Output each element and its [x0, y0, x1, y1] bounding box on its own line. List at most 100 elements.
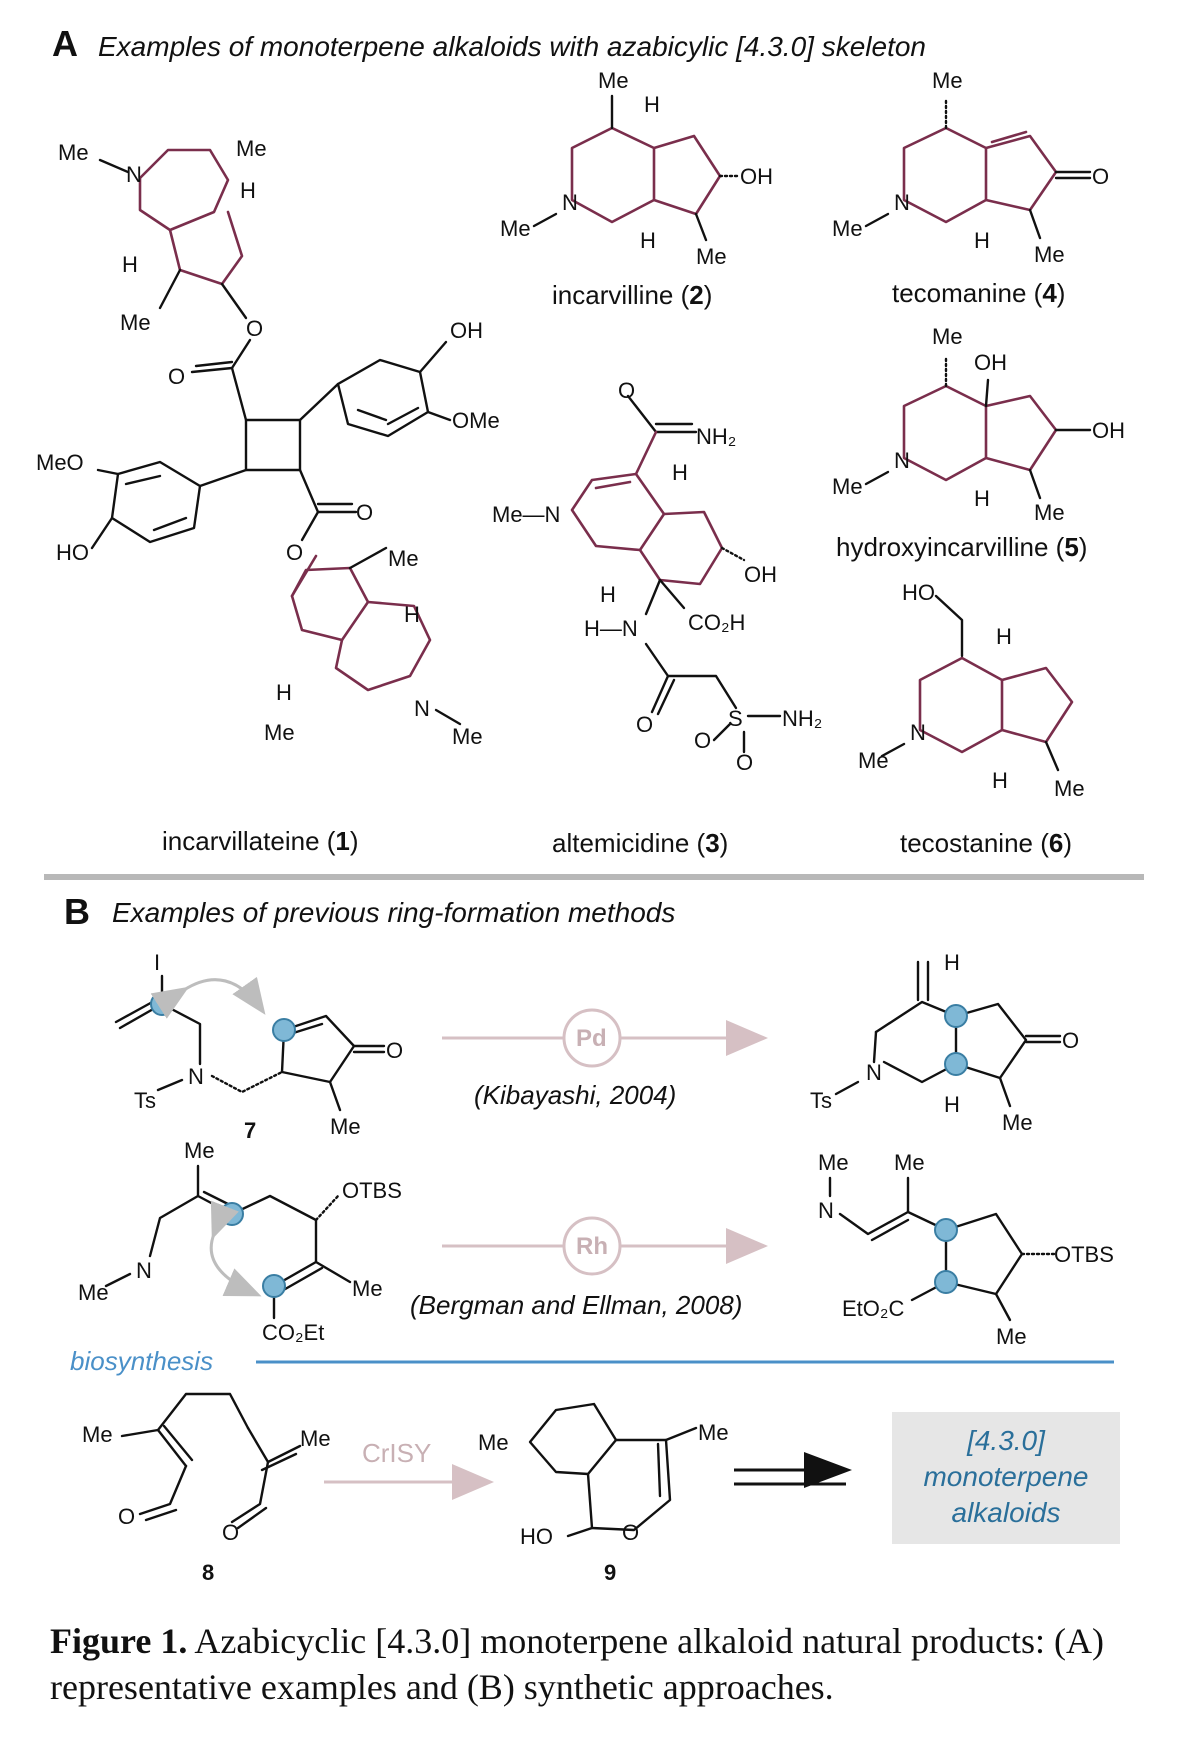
- atom-ho: HO: [902, 580, 935, 605]
- atom-o: O: [1062, 1028, 1079, 1053]
- atom-h: H: [944, 950, 960, 975]
- atom-co2et: CO₂Et: [262, 1320, 324, 1345]
- caption-label: Figure 1.: [50, 1621, 188, 1661]
- atom-me: Me: [300, 1426, 331, 1451]
- pd-reaction-arrow: Pd: [442, 1008, 768, 1068]
- multistep-arrow: [734, 1452, 852, 1488]
- compound-7-label: 7: [244, 1118, 256, 1143]
- atom-o: O: [1092, 164, 1109, 189]
- atom-h-n: H—N: [584, 616, 638, 641]
- reactive-atom: [272, 1018, 296, 1042]
- atom-me: Me: [1034, 242, 1065, 267]
- atom-o: O: [168, 364, 185, 389]
- figure-caption: Figure 1. Azabicyclic [4.3.0] monoterpen…: [50, 1618, 1160, 1710]
- atom-me: Me: [352, 1276, 383, 1301]
- atom-otbs: OTBS: [1054, 1242, 1114, 1267]
- new-bond-atom: [944, 1052, 968, 1076]
- atom-me: Me: [894, 1150, 925, 1175]
- atom-n: N: [818, 1198, 834, 1223]
- section-a-letter: A: [52, 23, 78, 64]
- atom-i: I: [154, 950, 160, 975]
- atom-o: O: [618, 378, 635, 403]
- atom-me: Me: [78, 1280, 109, 1305]
- atom-me: Me: [264, 720, 295, 745]
- atom-h: H: [974, 228, 990, 253]
- atom-o: O: [246, 316, 263, 341]
- compound-9-label: 9: [604, 1560, 616, 1585]
- atom-n: N: [910, 720, 926, 745]
- atom-o: O: [356, 500, 373, 525]
- reactive-atom: [220, 1202, 244, 1226]
- bergman-substrate-structure: Me N Me OTBS Me CO₂Et: [78, 1138, 402, 1345]
- atom-me: Me: [598, 68, 629, 93]
- monoterpene-alkaloids-box: [892, 1412, 1120, 1544]
- hydroxyincarvilline-structure: Me OH OH N Me H Me: [832, 324, 1125, 525]
- atom-me: Me: [698, 1420, 729, 1445]
- compound-4-name: tecomanine (4): [892, 278, 1065, 308]
- atom-ome: OMe: [452, 408, 500, 433]
- atom-h: H: [404, 602, 420, 627]
- atom-me: Me: [236, 136, 267, 161]
- atom-h: H: [992, 768, 1008, 793]
- section-a-title: Examples of monoterpene alkaloids with a…: [98, 31, 926, 62]
- atom-nh2: NH₂: [696, 424, 736, 449]
- incarvilline-structure: Me H OH N Me H Me: [500, 68, 773, 269]
- tecomanine-structure: O Me N Me H Me: [832, 68, 1109, 267]
- section-b-letter: B: [64, 891, 90, 932]
- box-line-3: alkaloids: [952, 1497, 1061, 1528]
- atom-o: O: [118, 1504, 135, 1529]
- atom-o: O: [222, 1520, 239, 1545]
- atom-h: H: [944, 1092, 960, 1117]
- atom-oh: OH: [974, 350, 1007, 375]
- atom-me: Me: [388, 546, 419, 571]
- atom-h: H: [644, 92, 660, 117]
- figure-diagram: A Examples of monoterpene alkaloids with…: [36, 23, 1144, 1585]
- atom-h: H: [974, 486, 990, 511]
- atom-oh: OH: [450, 318, 483, 343]
- atom-n: N: [894, 190, 910, 215]
- compound-1-name: incarvillateine (1): [162, 826, 359, 856]
- atom-o: O: [694, 728, 711, 753]
- atom-n: N: [894, 448, 910, 473]
- new-bond-atom: [934, 1218, 958, 1242]
- pd-catalyst: Pd: [576, 1025, 607, 1052]
- enzyme-label: CrISY: [362, 1438, 431, 1468]
- atom-h: H: [996, 624, 1012, 649]
- atom-oh: OH: [744, 562, 777, 587]
- reactive-atom: [262, 1274, 286, 1298]
- atom-s: S: [728, 706, 743, 731]
- atom-o: O: [386, 1038, 403, 1063]
- caption-text: Azabicyclic [4.3.0] monoterpene alkaloid…: [50, 1621, 1105, 1707]
- atom-n: N: [126, 162, 142, 187]
- atom-oh: OH: [740, 164, 773, 189]
- atom-ho: HO: [56, 540, 89, 565]
- atom-me: Me: [58, 140, 89, 165]
- atom-me: Me: [1002, 1110, 1033, 1135]
- atom-me: Me: [452, 724, 483, 749]
- atom-h: H: [640, 228, 656, 253]
- tecostanine-structure: HO H N Me H Me: [858, 580, 1085, 801]
- atom-n: N: [562, 190, 578, 215]
- atom-co2h: CO₂H: [688, 610, 745, 635]
- atom-me: Me: [932, 68, 963, 93]
- atom-otbs: OTBS: [342, 1178, 402, 1203]
- atom-n: N: [866, 1060, 882, 1085]
- atom-me: Me: [696, 244, 727, 269]
- atom-me-n: Me—N: [492, 502, 560, 527]
- compound-2-name: incarvilline (2): [552, 280, 712, 310]
- crisy-arrow: CrISY: [324, 1438, 494, 1500]
- compound-5-name: hydroxyincarvilline (5): [836, 532, 1087, 562]
- incarvillateine-structure: Me N Me H H Me O O OH OMe MeO HO O O: [36, 136, 500, 749]
- atom-h: H: [276, 680, 292, 705]
- atom-me: Me: [832, 216, 863, 241]
- atom-ts: Ts: [810, 1088, 832, 1113]
- atom-me: Me: [82, 1422, 113, 1447]
- atom-me: Me: [184, 1138, 215, 1163]
- reactive-atom: [150, 992, 174, 1016]
- atom-nh2: NH₂: [782, 706, 822, 731]
- bergman-product-structure: Me Me N OTBS EtO₂C Me: [818, 1150, 1114, 1349]
- atom-ts: Ts: [134, 1088, 156, 1113]
- section-b-title: Examples of previous ring-formation meth…: [112, 897, 675, 928]
- atom-eto2c: EtO₂C: [842, 1296, 904, 1321]
